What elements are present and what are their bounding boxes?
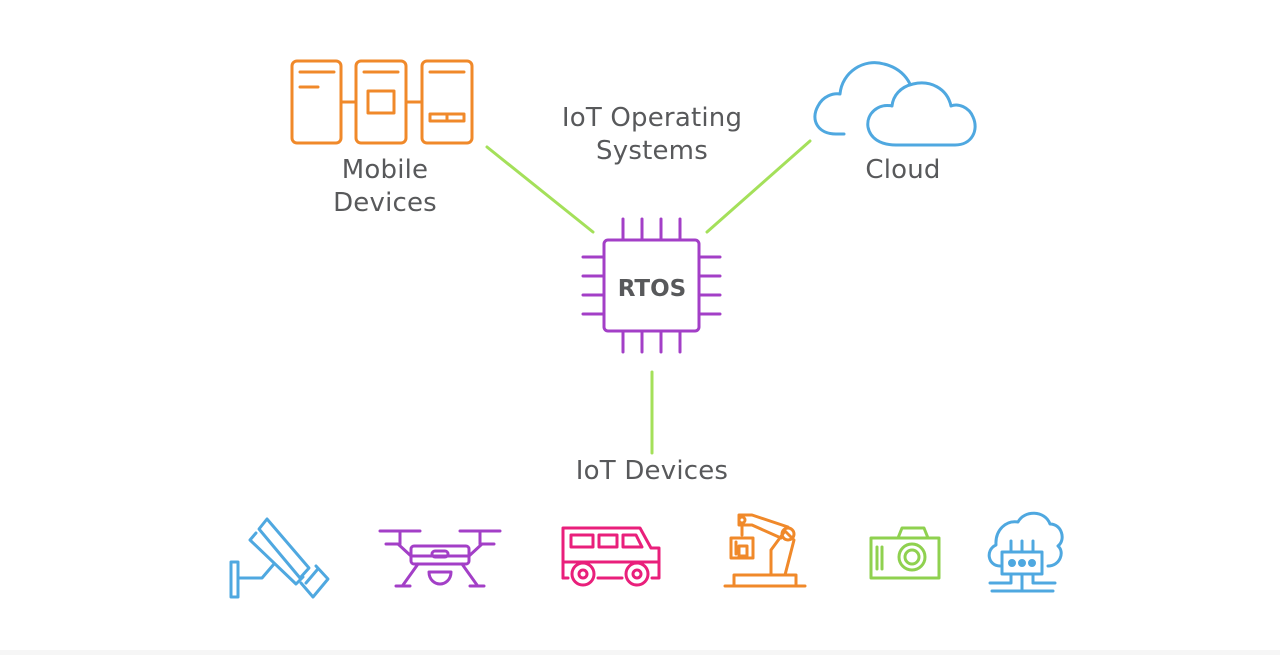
mobile-devices-label-line1: Mobile — [341, 155, 429, 185]
iot-operating-systems-label: IoT Operating Systems — [547, 102, 757, 168]
mobile-devices-icon — [290, 59, 474, 145]
rtos-label: RTOS — [618, 276, 686, 302]
microchip-icon — [581, 217, 722, 354]
iot-devices-label: IoT Devices — [575, 456, 729, 486]
connector-lines — [485, 139, 812, 455]
cloud-label: Cloud — [865, 155, 941, 185]
cloud-icon — [813, 61, 977, 147]
mobile-devices-label-line2: Devices — [333, 188, 437, 218]
cloud-network-icon — [987, 511, 1064, 593]
camera-icon — [869, 526, 941, 580]
mobile-devices-label: Mobile Devices — [310, 154, 460, 220]
van-icon — [561, 526, 661, 587]
iot-operating-systems-label-line2: Systems — [596, 136, 708, 166]
robotic-arm-icon — [723, 513, 807, 588]
security-camera-icon — [229, 517, 330, 599]
drone-icon — [378, 529, 502, 588]
connector-mobile-to-rtos — [485, 145, 595, 234]
bottom-strip — [0, 650, 1280, 655]
connector-cloud-to-rtos — [705, 139, 812, 234]
iot-operating-systems-label-line1: IoT Operating — [561, 103, 743, 133]
